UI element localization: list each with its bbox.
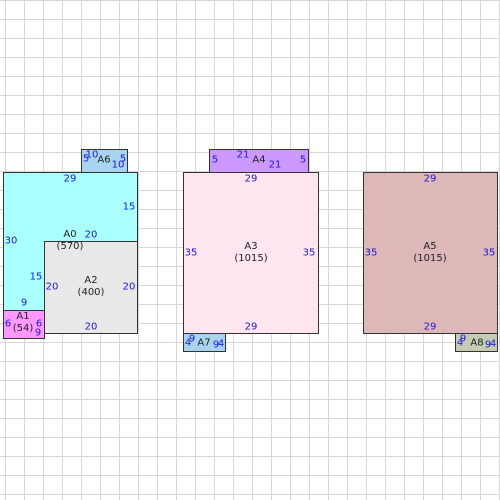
room-a0-area: (570) — [56, 241, 84, 252]
dim-a2-bottom: 20 — [84, 321, 98, 333]
room-a8-name: A8 — [470, 337, 484, 349]
room-a3-area: (1015) — [234, 253, 268, 264]
room-a1-area: (54) — [12, 323, 34, 334]
dim-a1-bottom: 9 — [34, 327, 42, 339]
dim-a4-bottom: 21 — [268, 159, 282, 171]
dim-a4-top: 21 — [236, 149, 250, 161]
room-a6-name: A6 — [97, 154, 111, 166]
dim-a4-left: 5 — [211, 154, 219, 166]
dim-a4-right: 5 — [299, 154, 307, 166]
room-a7-name: A7 — [197, 337, 211, 349]
dim-a0-inner-right: 15 — [29, 271, 43, 283]
room-a5-name: A5 — [423, 241, 437, 252]
dim-a6-right: 5 — [119, 153, 127, 165]
dim-a6-top: 10 — [85, 149, 99, 161]
dim-a2-left: 20 — [45, 281, 59, 293]
dim-a1-right: 6 — [35, 318, 43, 330]
dim-a8-bottom: 9 — [484, 339, 492, 351]
dim-a8-right: 4 — [489, 338, 497, 350]
room-a0-name: A0 — [63, 229, 77, 240]
dim-a0-inner-bottom: 9 — [20, 297, 28, 309]
dim-a7-top: 9 — [188, 333, 196, 345]
dim-a1-left: 6 — [4, 318, 12, 330]
room-a4-name: A4 — [252, 154, 266, 166]
room-a8[interactable] — [455, 333, 498, 352]
dim-a7-right: 4 — [217, 338, 225, 350]
room-a4[interactable] — [209, 149, 309, 173]
room-a1-label: A1 (54) — [13, 311, 34, 335]
dim-a0-left: 30 — [4, 235, 18, 247]
room-a7[interactable] — [183, 333, 226, 352]
room-a6[interactable] — [81, 149, 128, 173]
room-a0-label: A0 (570) — [57, 229, 84, 253]
room-a1-name: A1 — [16, 311, 30, 322]
dim-a6-left: 5 — [82, 153, 90, 165]
dim-a5-right: 35 — [482, 247, 496, 259]
room-a2[interactable] — [44, 241, 138, 334]
dim-a5-bottom: 29 — [423, 321, 437, 333]
dim-a7-left: 4 — [184, 337, 192, 349]
dim-a2-right: 20 — [122, 281, 136, 293]
room-a5-label: A5 (1015) — [413, 241, 446, 265]
room-a2-name: A2 — [84, 275, 98, 286]
dim-a3-bottom: 29 — [244, 321, 258, 333]
room-a2-label: A2 (400) — [78, 275, 105, 299]
dim-a8-left: 4 — [456, 337, 464, 349]
room-a3-name: A3 — [244, 241, 258, 252]
room-a3[interactable] — [183, 172, 319, 334]
dim-a6-bottom: 10 — [111, 159, 125, 171]
dim-a0-top: 29 — [63, 173, 77, 185]
room-a5-area: (1015) — [413, 253, 447, 264]
dim-a5-top: 29 — [423, 173, 437, 185]
room-a1[interactable] — [3, 310, 45, 339]
dim-a2-top: 20 — [84, 229, 98, 241]
dim-a7-bottom: 9 — [212, 339, 220, 351]
room-a3-label: A3 (1015) — [234, 241, 267, 265]
dim-a8-top: 9 — [459, 333, 467, 345]
dim-a5-left: 35 — [364, 247, 378, 259]
dim-a3-left: 35 — [184, 247, 198, 259]
room-a5[interactable] — [363, 172, 498, 334]
dim-a0-right: 15 — [122, 201, 136, 213]
dim-a3-right: 35 — [302, 247, 316, 259]
room-a2-area: (400) — [77, 287, 105, 298]
dim-a3-top: 29 — [244, 173, 258, 185]
